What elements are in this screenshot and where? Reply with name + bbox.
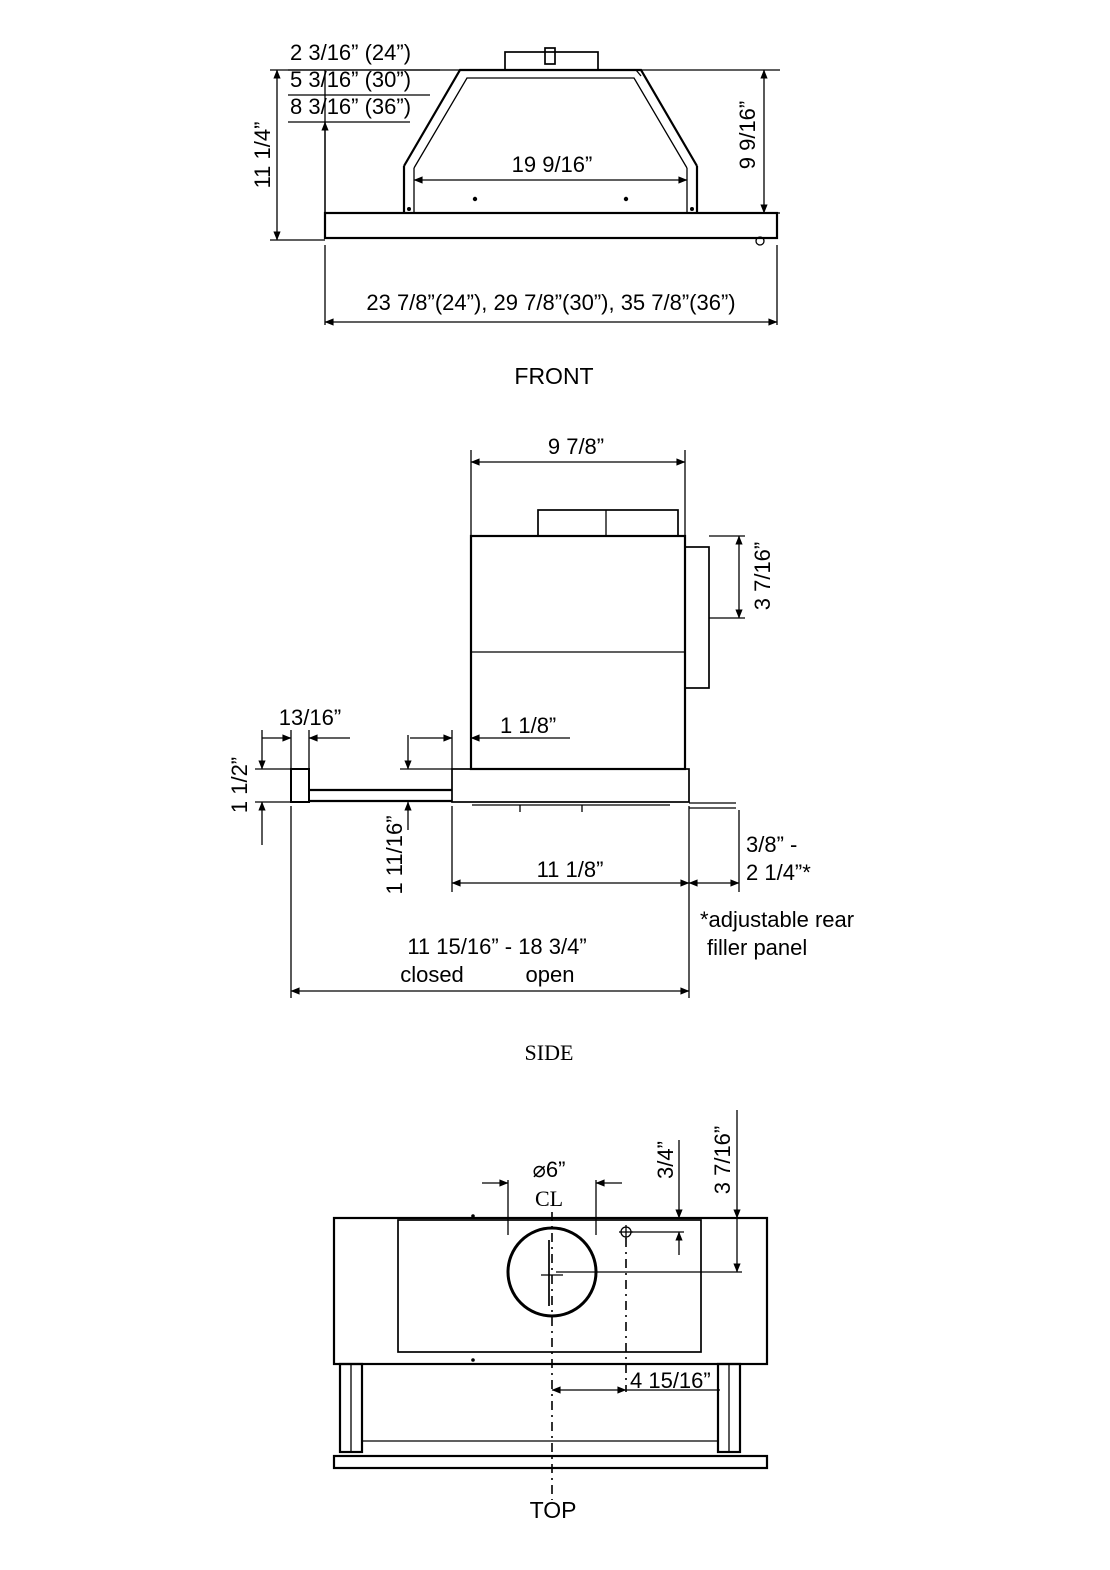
top-offset-small-dim: 3/4” — [653, 1140, 683, 1255]
side-hood-outline — [290, 509, 736, 812]
top-view: ⌀6” CL 3/4” 3 7/16” 4 15/16” — [332, 1110, 769, 1523]
top-view-title: TOP — [530, 1497, 577, 1523]
side-closed-label: closed — [400, 962, 464, 987]
top-mounting-hole — [619, 1225, 684, 1392]
front-view: 2 3/16” (24”) 5 3/16” (30”) 8 3/16” (36”… — [250, 40, 780, 389]
top-duct-diameter-dim: ⌀6” CL — [482, 1157, 622, 1211]
top-offset-depth-dim: 3 7/16” — [710, 1110, 741, 1273]
front-overall-width-dim: 23 7/8”(24”), 29 7/8”(30”), 35 7/8”(36”) — [324, 290, 778, 326]
side-vent-height-label: 3 7/16” — [750, 542, 775, 611]
side-extension-range-dim: 11 15/16” - 18 3/4” closed open — [290, 934, 690, 995]
side-vent-height-dim: 3 7/16” — [735, 535, 775, 619]
front-inner-width-label: 19 9/16” — [512, 152, 593, 177]
side-base-depth-dim: 11 1/8” — [451, 857, 690, 887]
side-filler-range-a: 3/8” - — [746, 832, 797, 857]
front-inset-30-label: 5 3/16” (30”) — [290, 67, 411, 92]
top-offset-depth-label: 3 7/16” — [710, 1126, 735, 1195]
top-offset-lateral-dim: 4 15/16” — [551, 1368, 720, 1394]
front-inset-dims: 2 3/16” (24”) 5 3/16” (30”) 8 3/16” (36”… — [288, 40, 440, 213]
front-view-title: FRONT — [514, 363, 593, 389]
front-overall-width-label: 23 7/8”(24”), 29 7/8”(30”), 35 7/8”(36”) — [366, 290, 735, 315]
front-total-height-label: 11 1/4” — [250, 122, 275, 189]
top-duct-diameter-label: ⌀6” — [533, 1157, 566, 1182]
side-depth-label: 9 7/8” — [548, 434, 604, 459]
side-view: 9 7/8” 3 7/16” 13/16” 1 1/8” — [227, 434, 854, 1065]
side-filler-note-a: *adjustable rear — [700, 907, 854, 932]
side-view-title: SIDE — [525, 1040, 574, 1065]
side-rail-offset-label: 1 1/8” — [500, 713, 556, 738]
top-centerline-label: CL — [535, 1186, 563, 1211]
front-hood-outline — [323, 47, 779, 246]
front-inset-24-label: 2 3/16” (24”) — [290, 40, 411, 65]
side-rail-drop-label: 1 11/16” — [382, 815, 407, 894]
side-filler-range-b: 2 1/4”* — [746, 860, 811, 885]
side-depth-dim: 9 7/8” — [470, 434, 686, 466]
front-inset-36-label: 8 3/16” (36”) — [290, 94, 411, 119]
side-open-label: open — [526, 962, 575, 987]
side-filler-note-b: filler panel — [707, 935, 807, 960]
side-rail-offset-dim: 1 1/8” — [410, 713, 570, 742]
side-visor-height-dim: 1 1/2” — [227, 730, 266, 845]
front-body-height-label: 9 9/16” — [735, 101, 760, 170]
side-extension-range-label: 11 15/16” - 18 3/4” — [407, 934, 586, 959]
front-inner-width-dim: 19 9/16” — [413, 152, 688, 184]
side-visor-thickness-dim: 13/16” — [262, 705, 350, 742]
side-visor-thickness-label: 13/16” — [279, 705, 341, 730]
side-visor-height-label: 1 1/2” — [227, 757, 252, 813]
front-body-height-dim: 9 9/16” — [735, 69, 768, 214]
top-offset-lateral-label: 4 15/16” — [630, 1368, 711, 1393]
top-hood-outline — [332, 1214, 769, 1470]
side-base-depth-label: 11 1/8” — [537, 857, 604, 882]
side-filler-range-dim: 3/8” - 2 1/4”* *adjustable rear filler p… — [688, 832, 854, 960]
side-rail-drop-dim: 1 11/16” — [382, 735, 412, 895]
front-total-height-dim: 11 1/4” — [250, 69, 281, 241]
top-offset-small-label: 3/4” — [653, 1141, 678, 1179]
